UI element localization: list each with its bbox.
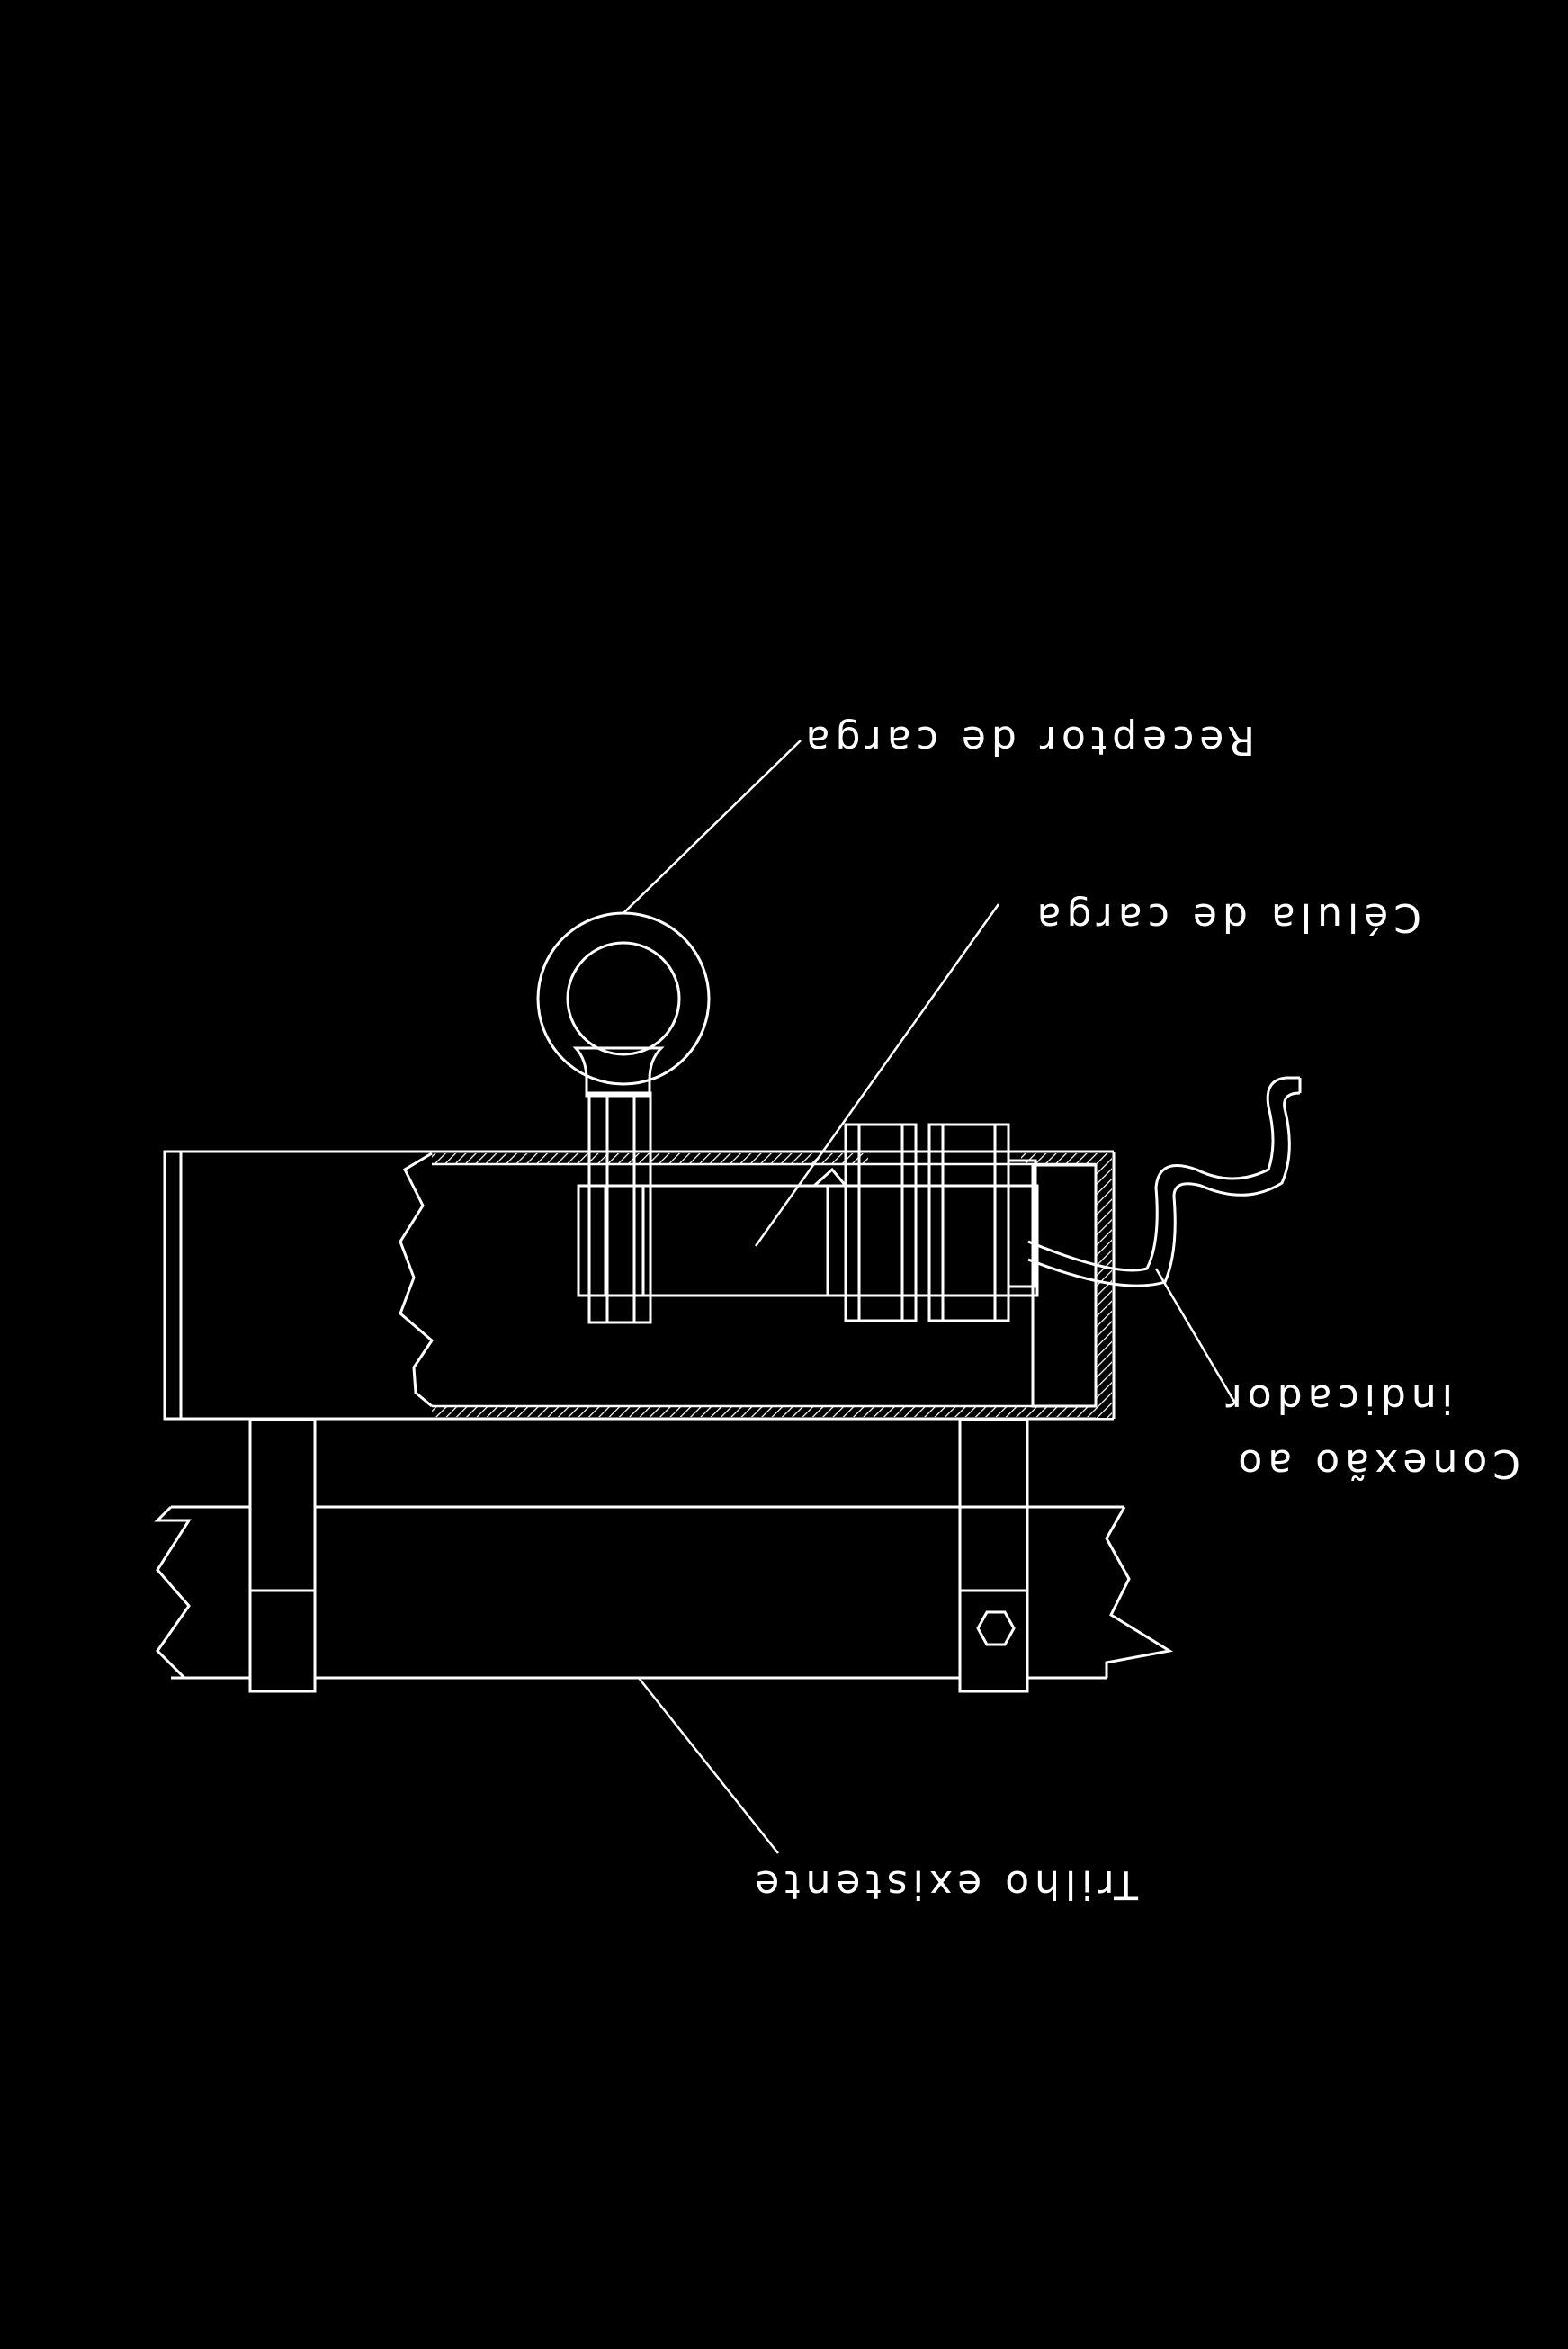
indicator-cable [1027,1076,1302,1287]
mounting-bolts [844,1123,1037,1322]
housing-tube [163,1150,1116,1421]
leader-trilho [638,1677,779,1854]
label-trilho: Trilho existente [749,1861,1139,1907]
rail-clamp-left [248,1418,317,1693]
label-conexao-line2: Conexão ao [1232,1440,1520,1486]
leader-receptor [623,740,802,914]
leader-celula [754,903,1000,1247]
leader-conexao [1154,1268,1236,1403]
label-celula: Célula de carga [1032,894,1421,940]
label-receptor: Receptor de carga [801,717,1255,763]
load-receiver [536,911,711,1324]
hex-bolt-icon [976,1610,1016,1646]
rail-clamp-right [958,1418,1029,1693]
label-conexao-line1: indicador [1221,1376,1453,1421]
load-cell [577,1167,1039,1297]
